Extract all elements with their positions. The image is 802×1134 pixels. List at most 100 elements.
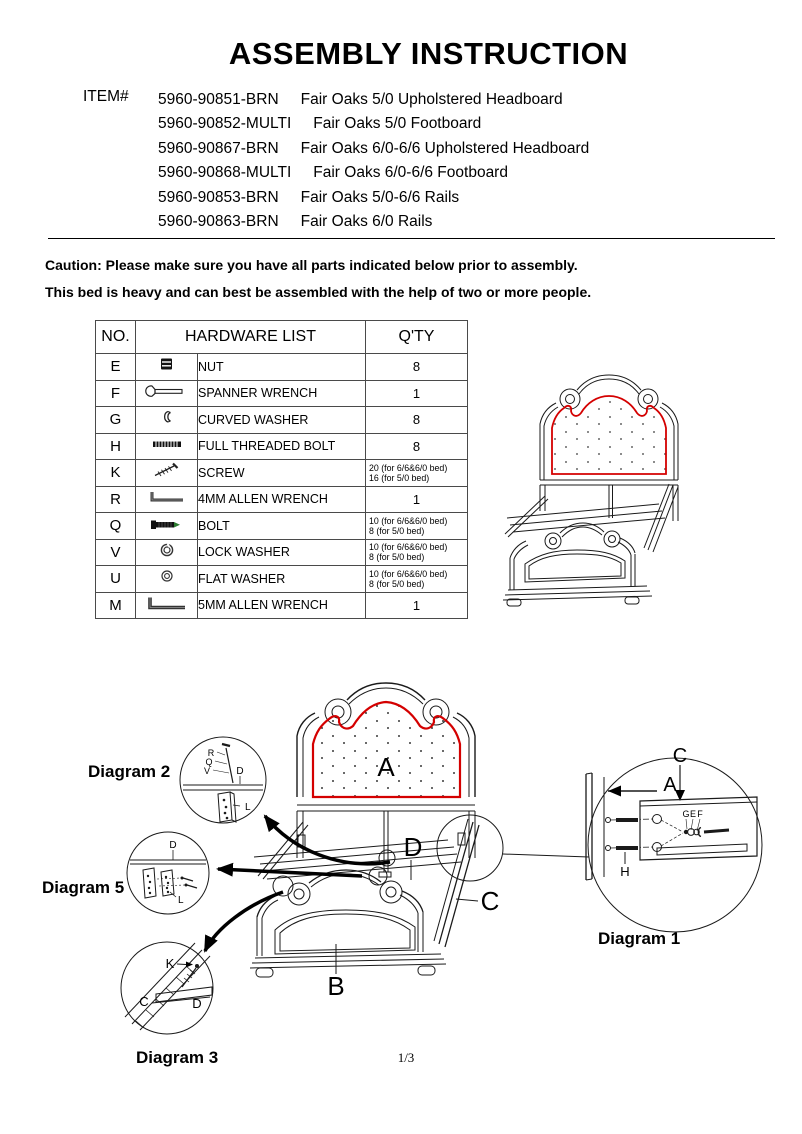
assembled-bed-illustration bbox=[502, 374, 679, 607]
diagram5-labels: D L bbox=[169, 840, 184, 906]
headboard bbox=[296, 682, 476, 858]
part-name: FULL THREADED BOLT bbox=[197, 432, 366, 460]
diagram1-title: Diagram 1 bbox=[598, 929, 680, 948]
connector-to-diagram1 bbox=[502, 853, 590, 858]
arrow-to-diagram3 bbox=[203, 890, 284, 953]
part-qty: 10 (for 6/6&6/0 bed)8 (for 5/0 bed) bbox=[365, 565, 468, 593]
curved-washer-icon bbox=[163, 411, 171, 423]
allen-wrench-5mm-icon bbox=[147, 597, 185, 610]
part-letter: G bbox=[95, 406, 136, 434]
label-l: L bbox=[245, 802, 251, 813]
part-letter: F bbox=[95, 379, 136, 407]
table-header-row: NO. HARDWARE LIST Q'TY bbox=[95, 320, 468, 354]
part-letter: U bbox=[95, 565, 136, 593]
table-row: R 4MM ALLEN WRENCH 1 bbox=[95, 485, 468, 513]
diagram5-title: Diagram 5 bbox=[42, 878, 124, 897]
label-d: D bbox=[169, 840, 176, 851]
diagram1-labels: A C G E F H bbox=[620, 745, 703, 879]
callout-arrows bbox=[203, 814, 391, 953]
screw-icon bbox=[154, 462, 178, 477]
list-item: 5960-90851-BRN Fair Oaks 5/0 Upholstered … bbox=[158, 88, 589, 112]
item-sku: 5960-90851-BRN bbox=[158, 91, 279, 108]
diagram3-labels: K C D bbox=[139, 956, 201, 1011]
item-sku: 5960-90868-MULTI bbox=[158, 164, 292, 182]
label-footboard-b: B bbox=[327, 971, 344, 1001]
part-letter: R bbox=[95, 485, 136, 513]
item-desc: Fair Oaks 6/0 Rails bbox=[300, 213, 433, 231]
callout-circle-center-bracket bbox=[378, 849, 396, 867]
table-row: G CURVED WASHER 8 bbox=[95, 406, 468, 434]
table-row: E NUT 8 bbox=[95, 353, 468, 381]
callout-circle-footboard-bracket bbox=[272, 875, 294, 897]
list-item: 5960-90852-MULTI Fair Oaks 5/0 Footboard bbox=[158, 112, 589, 136]
headboard-upholstered-panel bbox=[551, 395, 667, 475]
page-number: 1/3 bbox=[397, 1050, 415, 1065]
item-desc: Fair Oaks 5/0 Upholstered Headboard bbox=[300, 91, 563, 108]
label-d: D bbox=[236, 766, 243, 777]
bolt-icon bbox=[150, 520, 180, 530]
table-row: K SCREW 20 (for 6/6&6/0 bed)16 (for 5/0 … bbox=[95, 459, 468, 487]
label-support-d: D bbox=[404, 832, 423, 862]
diagram2-detail bbox=[179, 736, 267, 824]
item-sku: 5960-90852-MULTI bbox=[158, 115, 292, 133]
part-qty: 8 bbox=[365, 406, 468, 434]
diagram2-title: Diagram 2 bbox=[88, 762, 170, 781]
caution-line-1: Caution: Please make sure you have all p… bbox=[45, 257, 578, 273]
label-q: Q bbox=[205, 757, 212, 767]
allen-wrench-4mm-icon bbox=[150, 491, 183, 502]
label-r: R bbox=[208, 748, 215, 758]
label-a: A bbox=[663, 774, 677, 796]
item-sku: 5960-90853-BRN bbox=[158, 188, 279, 206]
callout-circle-center-leg bbox=[368, 866, 388, 886]
label-f: F bbox=[697, 809, 703, 819]
full-threaded-bolt-icon bbox=[152, 441, 181, 447]
item-list: 5960-90851-BRN Fair Oaks 5/0 Upholstered … bbox=[158, 88, 589, 234]
part-qty: 1 bbox=[365, 379, 468, 407]
label-l: L bbox=[178, 895, 184, 906]
label-c: C bbox=[673, 745, 687, 767]
part-name: SPANNER WRENCH bbox=[197, 379, 366, 407]
part-qty: 8 bbox=[365, 353, 468, 381]
item-desc: Fair Oaks 5/0 Footboard bbox=[313, 115, 482, 133]
part-qty: 10 (for 6/6&6/0 bed)8 (for 5/0 bed) bbox=[365, 538, 468, 566]
part-name: CURVED WASHER bbox=[197, 406, 366, 434]
flat-washer-icon bbox=[160, 570, 173, 582]
part-letter: V bbox=[95, 538, 136, 566]
part-qty: 8 bbox=[365, 432, 468, 460]
part-name: 4MM ALLEN WRENCH bbox=[197, 485, 366, 513]
table-row: V LOCK WASHER 10 (for 6/6&6/0 bed)8 (for… bbox=[95, 538, 468, 566]
label-c: C bbox=[139, 994, 148, 1009]
page-title: ASSEMBLY INSTRUCTION bbox=[228, 36, 629, 71]
diagram-titles: Diagram 2 Diagram 5 Diagram 3 Diagram 1 bbox=[42, 762, 680, 1067]
part-name: 5MM ALLEN WRENCH bbox=[197, 591, 366, 619]
diagram5-detail bbox=[126, 831, 210, 915]
table-row: Q BOLT 10 (for 6/6&6/0 bed)8 (for 5/0 be… bbox=[95, 512, 468, 540]
part-qty: 1 bbox=[365, 485, 468, 513]
leader-c bbox=[455, 898, 479, 902]
caution-line-2: This bed is heavy and can best be assemb… bbox=[45, 283, 592, 300]
part-name: SCREW bbox=[197, 459, 366, 487]
item-sku: 5960-90863-BRN bbox=[158, 213, 279, 231]
table-row: U FLAT WASHER 10 (for 6/6&6/0 bed)8 (for… bbox=[95, 565, 468, 593]
part-letter: K bbox=[95, 459, 136, 487]
footboard-small bbox=[502, 522, 653, 607]
part-qty: 10 (for 6/6&6/0 bed)8 (for 5/0 bed) bbox=[365, 512, 468, 540]
callout-circle-rail-joint bbox=[436, 814, 504, 882]
headboard-upholstered-panel bbox=[311, 700, 462, 799]
label-rail-c: C bbox=[481, 886, 500, 916]
headboard-small bbox=[539, 374, 679, 521]
diagram3-title: Diagram 3 bbox=[136, 1048, 218, 1067]
nut-icon bbox=[160, 358, 172, 370]
divider bbox=[48, 238, 775, 239]
part-name: FLAT WASHER bbox=[197, 565, 366, 593]
spanner-wrench-icon bbox=[144, 385, 183, 397]
part-name: NUT bbox=[197, 353, 366, 381]
item-sku: 5960-90867-BRN bbox=[158, 139, 279, 157]
part-letter: E bbox=[95, 353, 136, 381]
list-item: 5960-90863-BRN Fair Oaks 6/0 Rails bbox=[158, 210, 589, 234]
label-headboard-a: A bbox=[377, 752, 395, 782]
item-number-label: ITEM# bbox=[83, 88, 129, 105]
part-qty: 20 (for 6/6&6/0 bed)16 (for 5/0 bed) bbox=[365, 459, 468, 487]
